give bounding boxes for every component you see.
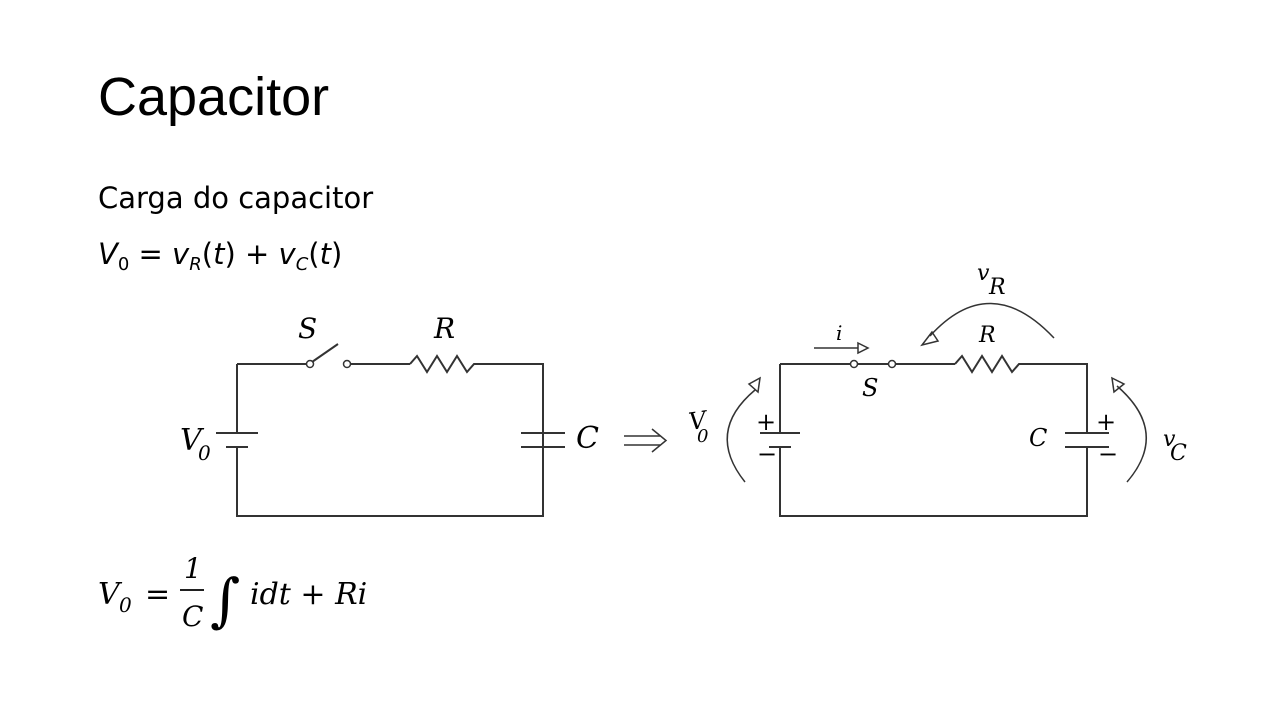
left-source-label: V bbox=[180, 423, 205, 458]
left-circuit: S R V 0 C bbox=[180, 312, 599, 517]
current-label: i bbox=[836, 321, 842, 345]
eq2-denominator: C bbox=[182, 600, 203, 633]
left-switch-label: S bbox=[298, 312, 317, 345]
voltage-equation: V0 = vR(t) + vC(t) bbox=[98, 237, 343, 274]
battery-plus-sign: + bbox=[756, 408, 776, 436]
eq1-v0-sub: 0 bbox=[117, 254, 130, 275]
eq2-lhs: V bbox=[98, 577, 123, 612]
eq1-plus: + bbox=[235, 237, 279, 271]
eq1-vr-sub: R bbox=[189, 254, 202, 275]
battery-minus-sign: − bbox=[757, 440, 777, 468]
vr-arc bbox=[929, 302, 1055, 339]
eq2-equals: = bbox=[145, 577, 170, 612]
eq1-equals: = bbox=[129, 237, 173, 271]
right-resistor-label: R bbox=[978, 323, 996, 348]
eq1-t1: (t) bbox=[201, 237, 236, 271]
vc-sub: C bbox=[1170, 441, 1187, 466]
right-source-sub: 0 bbox=[697, 426, 708, 447]
left-source-sub: 0 bbox=[198, 441, 211, 465]
vc-label: v bbox=[1163, 427, 1176, 452]
v0-arc bbox=[726, 389, 756, 483]
eq1-vc: v bbox=[278, 237, 296, 271]
eq1-vc-sub: C bbox=[295, 254, 309, 275]
eq1-t2: (t) bbox=[308, 237, 343, 271]
current-arrow-head-icon bbox=[857, 341, 870, 355]
left-capacitor-label: C bbox=[576, 421, 599, 456]
right-wire-top-c bbox=[1024, 363, 1088, 432]
vr-label: v bbox=[977, 261, 990, 286]
eq2-numerator: 1 bbox=[184, 552, 202, 585]
left-resistor-icon bbox=[409, 354, 480, 374]
vr-arrow-head-icon bbox=[920, 330, 940, 347]
capacitor-minus-sign: − bbox=[1098, 440, 1118, 468]
left-wire-top-c bbox=[480, 363, 544, 432]
right-switch-label: S bbox=[862, 374, 878, 402]
eq1-v0: V bbox=[98, 237, 118, 271]
capacitor-plus-sign: + bbox=[1096, 408, 1116, 436]
slide-subtitle: Carga do capacitor bbox=[98, 181, 374, 215]
right-capacitor-label: C bbox=[1029, 424, 1047, 452]
eq1-vr: v bbox=[172, 237, 190, 271]
slide-title: Capacitor bbox=[98, 67, 330, 127]
right-resistor-icon bbox=[954, 354, 1024, 374]
left-resistor-label: R bbox=[433, 312, 455, 345]
right-source-label: V bbox=[687, 405, 711, 436]
left-switch-contact-a bbox=[305, 359, 315, 369]
v0-arrow-head-icon bbox=[747, 376, 761, 394]
eq2-integral-sign: ∫ bbox=[210, 566, 240, 634]
eq2-rhs: idt + Ri bbox=[250, 577, 367, 612]
right-wire-bottom bbox=[779, 448, 1088, 517]
right-circuit: i S R v R V 0 C v C + − + − bbox=[687, 261, 1187, 517]
vc-arrow-head-icon bbox=[1111, 376, 1126, 394]
vc-arc bbox=[1116, 385, 1147, 483]
eq2-lhs-sub: 0 bbox=[119, 593, 132, 617]
left-switch-blade bbox=[311, 343, 339, 363]
vr-sub: R bbox=[988, 275, 1006, 300]
implies-arrow-icon bbox=[624, 428, 668, 453]
left-switch-contact-b bbox=[342, 359, 352, 369]
